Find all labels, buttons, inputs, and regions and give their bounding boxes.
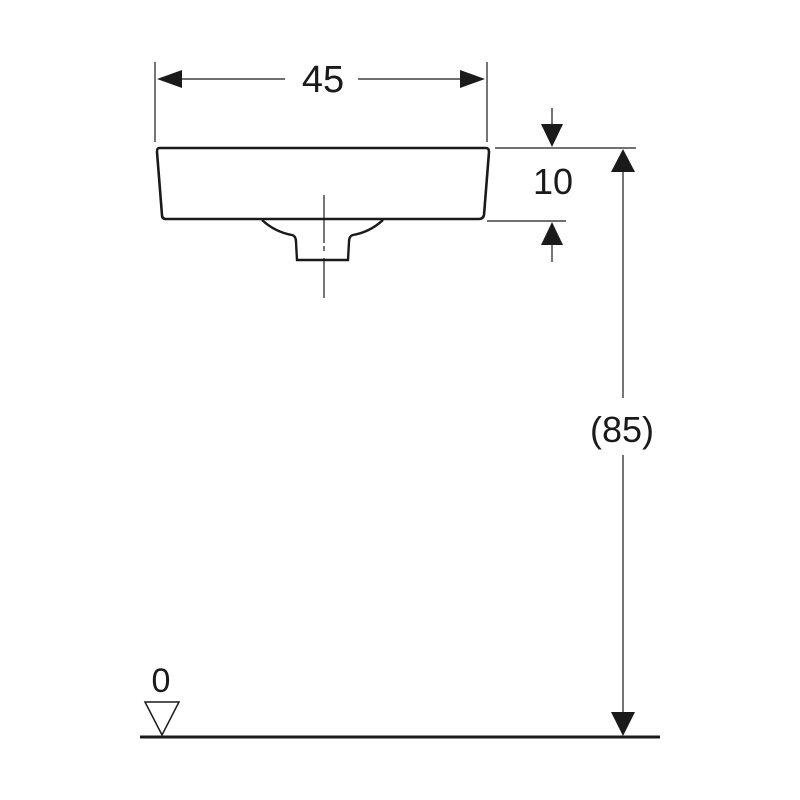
arrowhead-right-icon [460, 70, 485, 88]
arrowhead-left-icon [157, 70, 182, 88]
arrowhead-down-icon [541, 124, 563, 147]
drain-outlet [261, 219, 384, 262]
basin-outline [155, 146, 491, 221]
floor-level-label: 0 [152, 662, 171, 700]
arrowhead-down-icon [611, 712, 635, 736]
arrowhead-up-icon [611, 149, 635, 172]
depth-label: 10 [533, 161, 573, 202]
width-label: 45 [302, 59, 344, 101]
height-label: (85) [590, 409, 654, 450]
level-marker-icon [143, 701, 181, 737]
arrowhead-up-icon [541, 222, 563, 245]
